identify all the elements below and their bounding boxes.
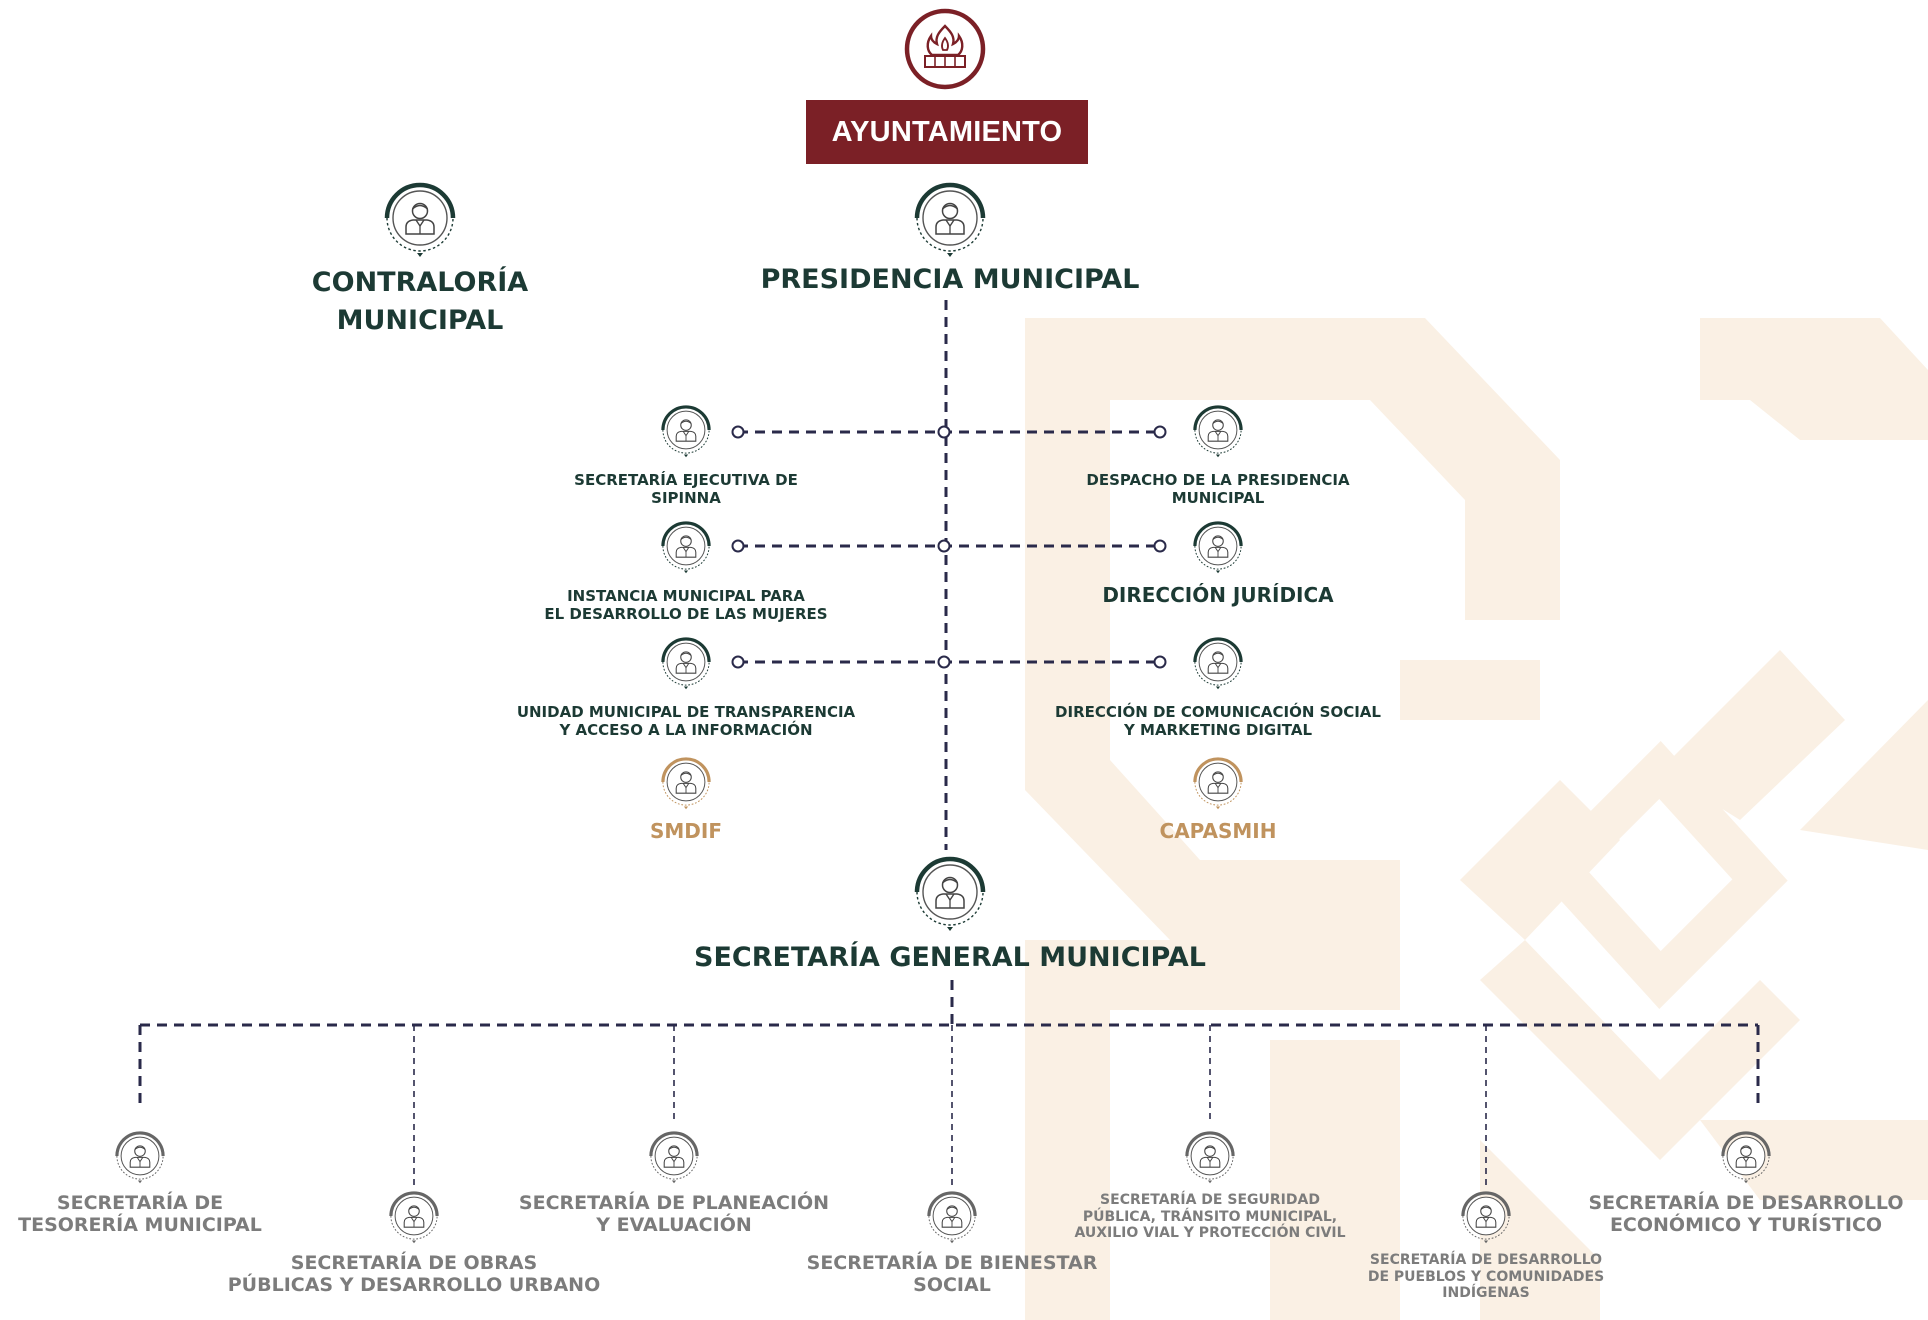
person-icon — [112, 1128, 168, 1184]
tesoreria-label: SECRETARÍA DE TESORERÍA MUNICIPAL — [18, 1192, 262, 1237]
node-obras: SECRETARÍA DE OBRAS PÚBLICAS Y DESARROLL… — [214, 1188, 614, 1297]
node-presidencia: PRESIDENCIA MUNICIPAL — [700, 178, 1200, 296]
person-icon — [1190, 754, 1246, 810]
node-economico: SECRETARÍA DE DESARROLLO ECONÓMICO Y TUR… — [1576, 1128, 1916, 1237]
person-icon — [1190, 518, 1246, 574]
person-icon — [658, 634, 714, 690]
mujeres-label: INSTANCIA MUNICIPAL PARA EL DESARROLLO D… — [544, 587, 828, 623]
sipinna-label: SECRETARÍA EJECUTIVA DE SIPINNA — [574, 471, 798, 507]
node-pueblos: SECRETARÍA DE DESARROLLO DE PUEBLOS Y CO… — [1336, 1188, 1636, 1302]
capasmih-label: CAPASMIH — [1159, 819, 1277, 843]
smdif-label: SMDIF — [649, 819, 722, 843]
node-bienestar: SECRETARÍA DE BIENESTAR SOCIAL — [782, 1188, 1122, 1297]
node-sipinna: SECRETARÍA EJECUTIVA DE SIPINNA — [486, 402, 886, 507]
bienestar-label: SECRETARÍA DE BIENESTAR SOCIAL — [806, 1252, 1098, 1297]
node-tesoreria: SECRETARÍA DE TESORERÍA MUNICIPAL — [0, 1128, 280, 1237]
economico-label: SECRETARÍA DE DESARROLLO ECONÓMICO Y TUR… — [1588, 1192, 1904, 1237]
person-icon — [658, 518, 714, 574]
person-icon — [658, 402, 714, 458]
person-icon — [658, 754, 714, 810]
despacho-label: DESPACHO DE LA PRESIDENCIA MUNICIPAL — [1086, 471, 1350, 507]
person-icon — [1190, 402, 1246, 458]
seguridad-label: SECRETARÍA DE SEGURIDAD PÚBLICA, TRÁNSIT… — [1074, 1192, 1346, 1242]
person-icon — [910, 178, 990, 258]
node-transparencia: UNIDAD MUNICIPAL DE TRANSPARENCIA Y ACCE… — [486, 634, 886, 739]
node-smdif: SMDIF — [586, 754, 786, 844]
secretaria-general-label: SECRETARÍA GENERAL MUNICIPAL — [694, 942, 1206, 973]
ayuntamiento-header: AYUNTAMIENTO — [806, 100, 1088, 164]
transparencia-label: UNIDAD MUNICIPAL DE TRANSPARENCIA Y ACCE… — [516, 703, 856, 739]
person-icon — [1458, 1188, 1514, 1244]
ayuntamiento-emblem-icon — [904, 8, 986, 90]
person-icon — [646, 1128, 702, 1184]
planeacion-label: SECRETARÍA DE PLANEACIÓN Y EVALUACIÓN — [518, 1192, 830, 1237]
person-icon — [910, 852, 990, 932]
pueblos-label: SECRETARÍA DE DESARROLLO DE PUEBLOS Y CO… — [1367, 1252, 1605, 1302]
node-despacho: DESPACHO DE LA PRESIDENCIA MUNICIPAL — [1018, 402, 1418, 507]
node-capasmih: CAPASMIH — [1118, 754, 1318, 844]
person-icon — [1718, 1128, 1774, 1184]
contraloria-label: CONTRALORÍA MUNICIPAL — [311, 267, 529, 336]
node-juridica: DIRECCIÓN JURÍDICA — [1018, 518, 1418, 608]
comunicacion-label: DIRECCIÓN DE COMUNICACIÓN SOCIAL Y MARKE… — [1055, 703, 1381, 739]
person-icon — [1190, 634, 1246, 690]
juridica-label: DIRECCIÓN JURÍDICA — [1102, 583, 1334, 607]
obras-label: SECRETARÍA DE OBRAS PÚBLICAS Y DESARROLL… — [227, 1252, 601, 1297]
person-icon — [380, 178, 460, 258]
node-mujeres: INSTANCIA MUNICIPAL PARA EL DESARROLLO D… — [486, 518, 886, 623]
node-planeacion: SECRETARÍA DE PLANEACIÓN Y EVALUACIÓN — [494, 1128, 854, 1237]
person-icon — [924, 1188, 980, 1244]
presidencia-label: PRESIDENCIA MUNICIPAL — [760, 264, 1140, 295]
node-contraloria: CONTRALORÍA MUNICIPAL — [270, 178, 570, 340]
person-icon — [386, 1188, 442, 1244]
node-comunicacion: DIRECCIÓN DE COMUNICACIÓN SOCIAL Y MARKE… — [1018, 634, 1418, 739]
person-icon — [1182, 1128, 1238, 1184]
node-seguridad: SECRETARÍA DE SEGURIDAD PÚBLICA, TRÁNSIT… — [1050, 1128, 1370, 1242]
node-secretaria-general: SECRETARÍA GENERAL MUNICIPAL — [650, 852, 1250, 974]
